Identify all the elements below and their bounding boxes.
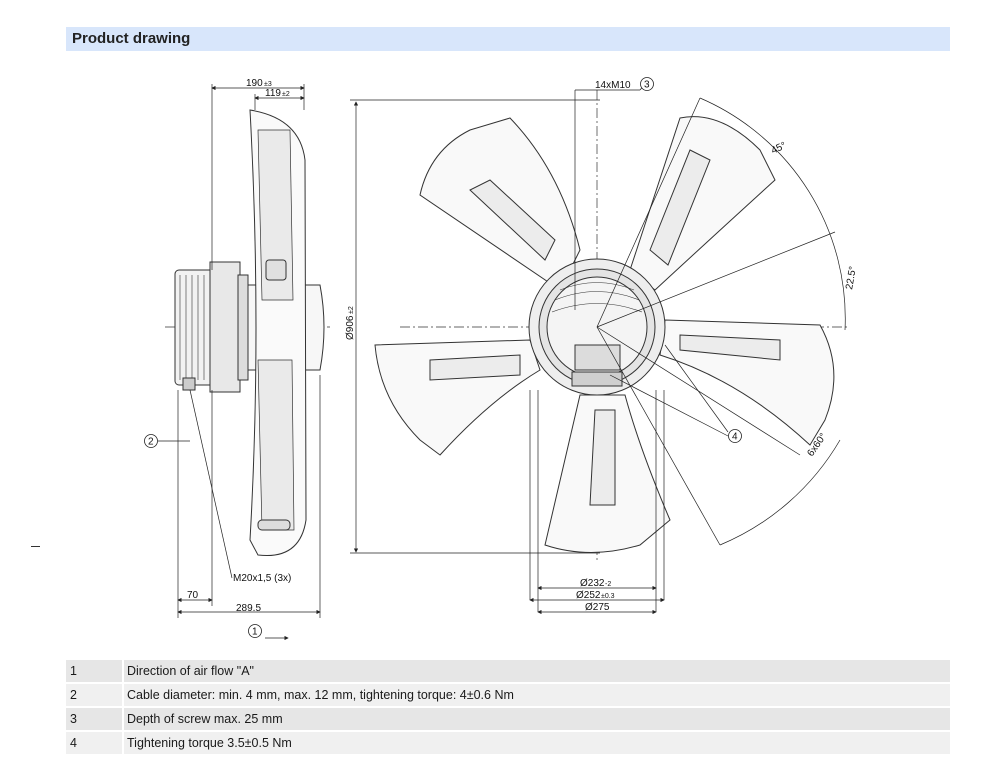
dim-190: 190 <box>246 78 263 89</box>
dim-119: 119 <box>265 88 281 99</box>
blade-top-left <box>419 117 581 291</box>
callout-3: 3 <box>640 77 654 91</box>
cable-gland-label: M20x1,5 (3x) <box>233 573 291 584</box>
dim-119-tol: ±2 <box>282 91 290 98</box>
blade-left <box>374 339 541 456</box>
note-text: Tightening torque 3.5±0.5 Nm <box>124 732 950 754</box>
callout-1: 1 <box>248 624 262 638</box>
note-row: 1 Direction of air flow "A" <box>66 660 950 682</box>
blade-bottom <box>544 394 671 553</box>
note-text: Direction of air flow "A" <box>124 660 950 682</box>
front-view <box>374 90 850 560</box>
note-number: 2 <box>66 684 122 706</box>
diameter-dimension <box>350 99 600 554</box>
dim-45-angle: 45° <box>770 140 788 156</box>
dim-190-tol: ±3 <box>264 81 272 88</box>
svg-text:3: 3 <box>644 80 650 91</box>
product-drawing: 190 ±3 119 ±2 70 289.5 M20x1,5 (3x) 2 1 … <box>144 77 859 641</box>
blade-top-right <box>629 116 776 291</box>
dim-232: Ø232 <box>580 578 605 589</box>
dim-906: Ø906 <box>345 315 356 340</box>
callout-2: 2 <box>144 434 158 448</box>
svg-text:2: 2 <box>148 437 154 448</box>
note-number: 3 <box>66 708 122 730</box>
dim-22-angle: 22.5° <box>844 265 859 290</box>
note-row: 4 Tightening torque 3.5±0.5 Nm <box>66 732 950 754</box>
dim-289: 289.5 <box>236 603 261 614</box>
note-text: Depth of screw max. 25 mm <box>124 708 950 730</box>
front-dimensions <box>529 83 846 615</box>
dim-232-tol: -2 <box>605 581 611 588</box>
dim-14xm10: 14xM10 <box>595 80 631 91</box>
side-dimensions <box>158 84 321 641</box>
svg-text:1: 1 <box>252 627 258 638</box>
dim-906-tol: ±2 <box>348 306 355 314</box>
section-header: Product drawing <box>66 27 950 51</box>
notes-table: 1 Direction of air flow "A" 2 Cable diam… <box>66 660 950 756</box>
dim-70: 70 <box>187 590 199 601</box>
note-row: 3 Depth of screw max. 25 mm <box>66 708 950 730</box>
svg-text:4: 4 <box>732 432 738 443</box>
note-number: 1 <box>66 660 122 682</box>
callout-4: 4 <box>728 429 742 443</box>
dim-275: Ø275 <box>585 602 610 613</box>
note-text: Cable diameter: min. 4 mm, max. 12 mm, t… <box>124 684 950 706</box>
drawing-canvas: 190 ±3 119 ±2 70 289.5 M20x1,5 (3x) 2 1 … <box>144 77 859 641</box>
section-title: Product drawing <box>72 30 191 47</box>
note-row: 2 Cable diameter: min. 4 mm, max. 12 mm,… <box>66 684 950 706</box>
dim-252: Ø252 <box>576 590 601 601</box>
side-view <box>165 109 330 557</box>
blade-right <box>659 319 835 446</box>
dim-252-tol: ±0.3 <box>601 593 615 600</box>
note-number: 4 <box>66 732 122 754</box>
margin-dash <box>31 546 40 547</box>
